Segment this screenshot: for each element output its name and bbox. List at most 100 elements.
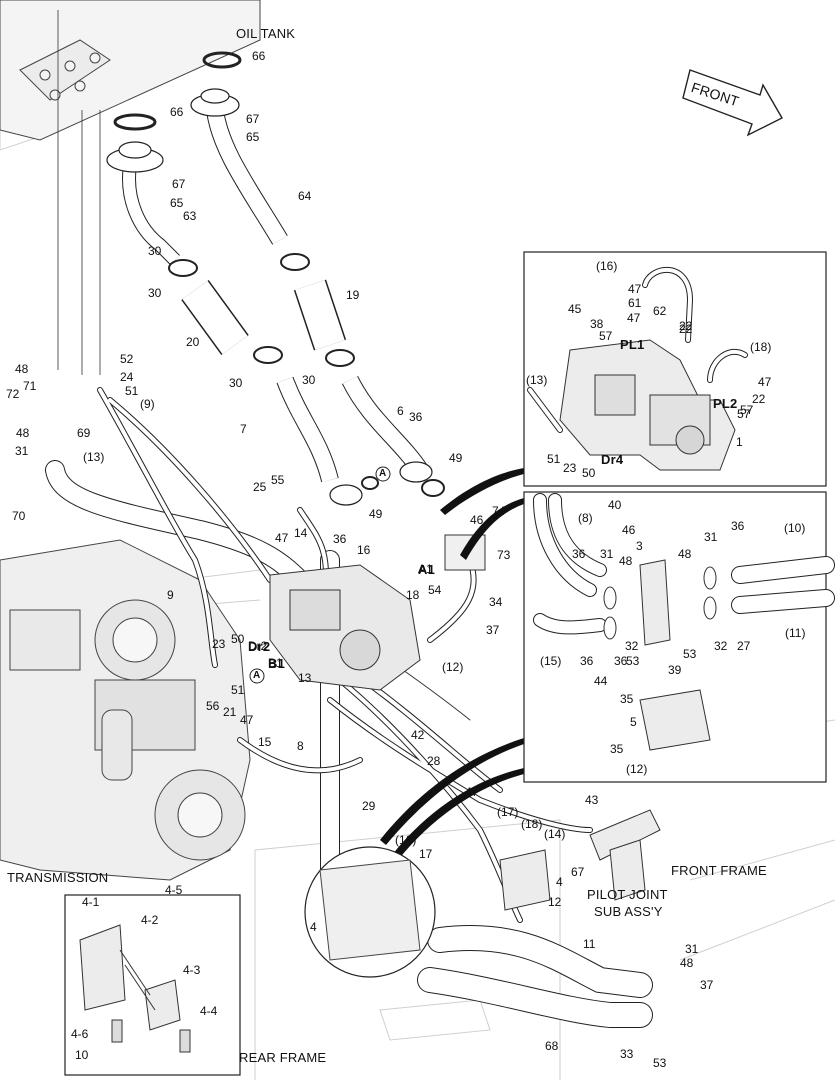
callout-number: 51 [547,452,561,466]
callout-number: 16 [357,543,371,557]
callout-number: 47 [240,713,254,727]
callout-number: 63 [183,209,197,223]
callout-number: 31 [600,547,614,561]
callout-number: 30 [302,373,316,387]
callout-number: 12 [548,895,562,909]
callout-number: 27 [737,639,751,653]
magnified-detail [304,846,436,978]
callout-number: (11) [785,626,806,640]
callout-number: 48 [16,426,30,440]
callout-number: 66 [170,105,184,119]
callout-number: 44 [594,674,608,688]
callout-number: 47 [628,282,642,296]
callout-number: 71 [23,379,37,393]
callout-number: 4 [310,920,317,934]
callout-number: 65 [246,130,260,144]
callout-number: 39 [668,663,682,677]
callout-number: 4-4 [200,1004,218,1018]
port-label-pl2: PL2 [713,396,738,411]
callout-number: 4-3 [183,963,201,977]
callout-number: (14) [544,827,566,841]
pilot-joint-caption-line1: PILOT JOINT [587,887,668,902]
callout-number: 47 [627,311,641,325]
callout-number: 28 [427,754,441,768]
callout-number: 51 [125,384,139,398]
callout-number: 56 [206,699,220,713]
callout-number: 17 [419,847,433,861]
callout-number: 57 [740,403,754,417]
oil-tank-caption: OIL TANK [236,26,296,41]
callout-number: 31 [15,444,29,458]
main-pump [269,534,486,691]
callout-number: 21 [223,705,237,719]
callout-number: 48 [680,956,694,970]
callout-number: (15) [540,654,562,668]
detail-panel-pilot-joint [64,894,241,1076]
callout-number: 4-5 [165,883,183,897]
callout-number: 4-6 [71,1027,89,1041]
callout-number: 68 [545,1039,559,1053]
callout-number: (16) [395,833,417,847]
callout-number: 45 [568,302,582,316]
port-label-b1: B1 [268,656,286,671]
callout-number: 23 [563,461,577,475]
callout-number: 53 [683,647,697,661]
callout-number: 24 [120,370,134,384]
circle-a-label-1: A [379,468,387,479]
panel-bands [380,468,524,860]
callout-number: 9 [167,588,174,602]
callout-number: 22 [752,392,766,406]
callout-number: 61 [628,296,642,310]
detail-panel-fittings [523,491,835,783]
callout-number: 42 [411,728,425,742]
callout-number: 5 [630,715,637,729]
callout-number: 6 [397,404,404,418]
oil-tank [0,0,261,141]
callout-number: (12) [626,762,648,776]
callout-number: 53 [626,654,640,668]
callout-number: 47 [275,531,289,545]
callout-number: 57 [599,329,613,343]
callout-number: 25 [253,480,267,494]
callout-number: 37 [486,623,500,637]
callout-number: 19 [346,288,360,302]
callout-number: 67 [246,112,260,126]
callout-number: 11 [583,937,596,951]
callout-number: 14 [294,526,308,540]
transmission [0,539,251,881]
callout-number: (10) [784,521,806,535]
callout-number: A1 [418,562,433,576]
callout-number: 51 [231,683,245,697]
callout-number: 13 [298,671,312,685]
callout-number: 72 [6,387,20,401]
callout-number: 38 [590,317,604,331]
front-arrow [682,69,783,137]
callout-number: 4-1 [82,895,100,909]
port-label-dr2: Dr2 [248,639,271,654]
callout-number: 31 [704,530,718,544]
callout-number: 53 [653,1056,667,1070]
callout-number: 3 [636,539,643,553]
callout-number: 73 [497,548,511,562]
callout-number: 36 [580,654,594,668]
rear-frame-caption: REAR FRAME [239,1050,327,1065]
callout-number: 22 [679,319,693,333]
callout-number: 15 [258,735,272,749]
callout-number: (9) [140,397,155,411]
callout-number: 35 [620,692,634,706]
pilot-joint [499,809,661,911]
callout-number: 50 [231,632,245,646]
suction-pipes [106,51,445,506]
callout-number: (13) [83,450,105,464]
callout-number: 65 [170,196,184,210]
callout-number: 29 [362,799,376,813]
callout-number: 55 [271,473,285,487]
callout-number: 4-2 [141,913,159,927]
callout-number: 37 [700,978,714,992]
callout-number: 62 [653,304,667,318]
callout-number: 70 [12,509,26,523]
callout-number: 40 [608,498,622,512]
callout-number: 8 [297,739,304,753]
callout-number: 33 [620,1047,634,1061]
callout-number: (13) [526,373,548,387]
